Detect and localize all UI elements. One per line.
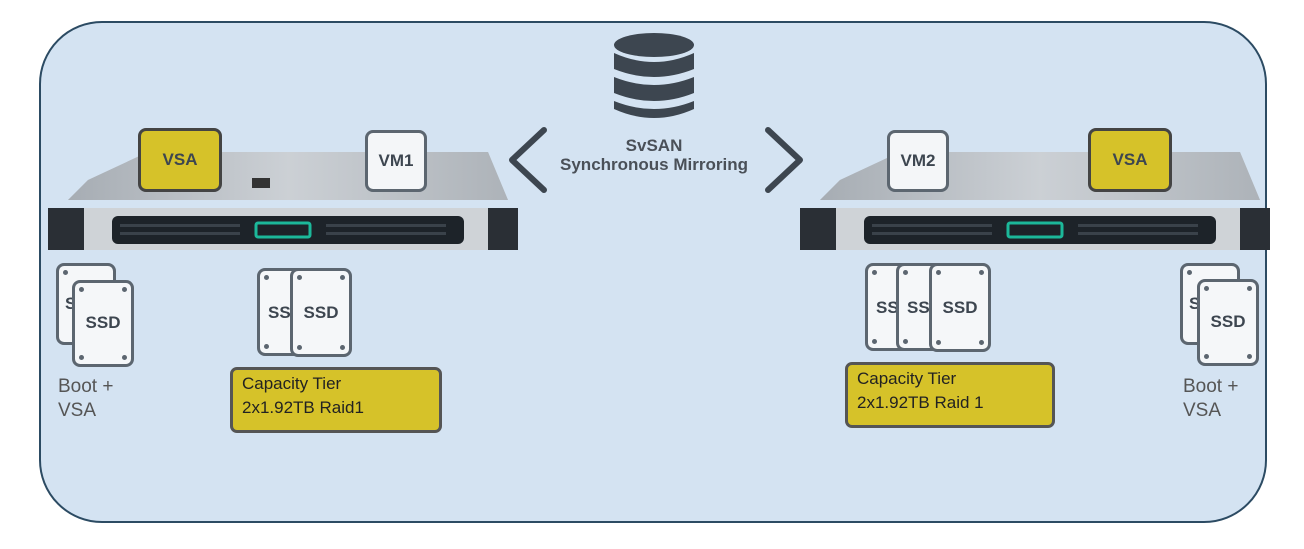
boot-label-line1: Boot + <box>1183 376 1239 397</box>
database-icon <box>614 33 694 118</box>
chevron-right-icon <box>765 127 803 193</box>
ssd-label: SSD <box>85 313 121 332</box>
ssd-label: SS <box>907 298 930 317</box>
right-vm2-box: VM2 <box>887 130 949 192</box>
mirroring-subtitle: Synchronous Mirroring <box>560 155 748 174</box>
left-capacity-tier-label: Capacity Tier 2x1.92TB Raid1 <box>230 367 442 433</box>
boot-label-line1: Boot + <box>58 376 114 397</box>
left-capacity-ssd-front: SSD <box>290 268 352 357</box>
right-capacity-tier-label: Capacity Tier 2x1.92TB Raid 1 <box>845 362 1055 428</box>
right-capacity-ssd-front: SSD <box>929 263 991 352</box>
ssd-label: SS <box>876 298 899 317</box>
tier-title: Capacity Tier <box>242 374 342 393</box>
left-vsa-box: VSA <box>138 128 222 192</box>
right-boot-label: Boot + VSA <box>1183 375 1238 423</box>
mirroring-label: SvSAN Synchronous Mirroring <box>530 136 778 174</box>
ssd-label: SSD <box>1210 312 1246 331</box>
left-boot-label: Boot + VSA <box>58 375 113 423</box>
tier-detail: 2x1.92TB Raid 1 <box>857 393 984 412</box>
boot-label-line2: VSA <box>58 400 97 421</box>
chevron-left-icon <box>509 127 547 193</box>
ssd-label: S <box>1189 294 1201 313</box>
ssd-label: SSD <box>303 303 339 322</box>
right-boot-ssd-front: SSD <box>1197 279 1259 366</box>
tier-detail: 2x1.92TB Raid1 <box>242 398 364 417</box>
ssd-label: S <box>65 294 77 313</box>
left-vm1-box: VM1 <box>365 130 427 192</box>
left-server <box>48 152 518 250</box>
mirroring-title: SvSAN <box>625 136 683 155</box>
right-server <box>800 152 1270 250</box>
ssd-label: SS <box>268 303 291 322</box>
tier-title: Capacity Tier <box>857 369 957 388</box>
right-vsa-box: VSA <box>1088 128 1172 192</box>
left-boot-ssd-front: SSD <box>72 280 134 367</box>
ssd-label: SSD <box>942 298 978 317</box>
boot-label-line2: VSA <box>1183 400 1222 421</box>
